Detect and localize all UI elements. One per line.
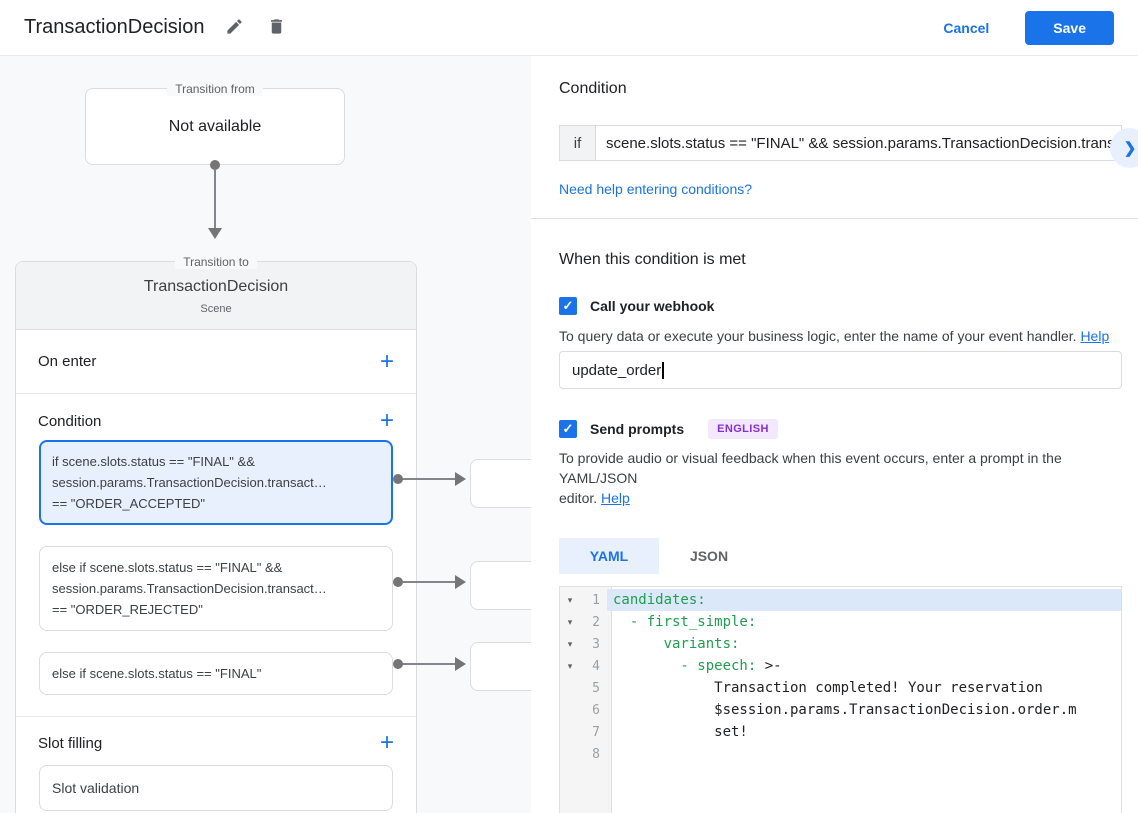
add-slot-button[interactable]: +: [379, 729, 394, 756]
trash-icon: [267, 17, 286, 39]
editor-line[interactable]: ▾ 2 - first_simple:: [560, 611, 1121, 633]
scene-diagram-canvas: Transition from Not available Transition…: [0, 56, 531, 813]
connector-dot: [210, 160, 220, 170]
line-number: 3: [592, 636, 600, 652]
code-text: candidates:: [607, 589, 1121, 611]
fold-toggle-icon[interactable]: ▾: [567, 638, 573, 649]
when-met-title: When this condition is met: [559, 251, 746, 268]
editor-tab-bar: YAML JSON: [559, 538, 1122, 574]
cancel-button[interactable]: Cancel: [943, 19, 990, 36]
editor-line[interactable]: 5 Transaction completed! Your reservatio…: [560, 677, 1121, 699]
connector-line: [398, 478, 458, 480]
condition-card[interactable]: if scene.slots.status == "FINAL" &&sessi…: [39, 440, 393, 525]
condition-card[interactable]: else if scene.slots.status == "FINAL": [39, 652, 393, 695]
send-prompts-checkbox[interactable]: ✓: [559, 420, 577, 438]
webhook-label: Call your webhook: [590, 298, 715, 314]
connector-line: [214, 170, 216, 228]
transition-to-card: Transition to TransactionDecision Scene …: [15, 255, 417, 813]
code-text: Transaction completed! Your reservation: [613, 680, 1043, 696]
webhook-help-link[interactable]: Help: [1080, 328, 1110, 344]
send-prompts-label: Send prompts: [590, 421, 685, 437]
connector-dot: [393, 577, 403, 587]
code-text: $session.params.TransactionDecision.orde…: [613, 702, 1077, 718]
app-bar: TransactionDecision Cancel Save: [0, 0, 1138, 56]
fold-toggle-icon[interactable]: ▾: [567, 616, 573, 627]
connector-line: [398, 663, 458, 665]
if-prefix: if: [559, 125, 595, 161]
condition-card[interactable]: else if scene.slots.status == "FINAL" &&…: [39, 546, 393, 631]
scene-type: Scene: [200, 303, 232, 315]
text-cursor: [662, 361, 664, 379]
on-enter-label: On enter: [38, 353, 97, 370]
condition-card-list: if scene.slots.status == "FINAL" &&sessi…: [16, 440, 416, 695]
yaml-code-editor[interactable]: ▾ 1 candidates: ▾ 2 - first_simple: ▾ 3 varian…: [559, 586, 1122, 813]
transition-from-box[interactable]: Transition from Not available: [85, 82, 345, 165]
scene-header[interactable]: TransactionDecision Scene: [16, 262, 416, 330]
section-divider: [531, 218, 1138, 219]
condition-editor-panel: ❯ Condition if scene.slots.status == "FI…: [531, 56, 1138, 813]
code-text: - speech: >-: [613, 658, 782, 674]
editor-line[interactable]: 6 $session.params.TransactionDecision.or…: [560, 699, 1121, 721]
condition-input[interactable]: scene.slots.status == "FINAL" && session…: [595, 125, 1122, 161]
webhook-helper-text: To query data or execute your business l…: [559, 328, 1110, 344]
line-number: 5: [592, 680, 600, 696]
fold-toggle-icon[interactable]: ▾: [567, 660, 573, 671]
line-number: 6: [592, 702, 600, 718]
line-number: 1: [592, 592, 600, 608]
line-number: 8: [592, 746, 600, 762]
transition-target-box[interactable]: [470, 459, 531, 508]
fold-toggle-icon[interactable]: ▾: [567, 594, 573, 605]
slot-filling-section: Slot filling + Slot validation: [16, 716, 416, 811]
arrow-right-icon: [455, 575, 466, 589]
transition-target-box[interactable]: [470, 642, 531, 691]
webhook-checkbox[interactable]: ✓: [559, 297, 577, 315]
check-icon: ✓: [562, 421, 574, 436]
slot-validation-card[interactable]: Slot validation: [39, 765, 393, 811]
editor-line[interactable]: ▾ 4 - speech: >-: [560, 655, 1121, 677]
condition-section-header: Condition +: [16, 394, 416, 440]
panel-title: Condition: [559, 80, 627, 97]
code-text: set!: [613, 724, 748, 740]
connector-dot: [393, 474, 403, 484]
line-number: 7: [592, 724, 600, 740]
condition-section-label: Condition: [38, 412, 102, 430]
prompts-help-link[interactable]: Help: [601, 490, 630, 506]
editor-line[interactable]: 8: [560, 743, 1121, 765]
connector-dot: [393, 659, 403, 669]
code-text: - first_simple:: [613, 614, 757, 630]
editor-line[interactable]: ▾ 1 candidates:: [560, 589, 1121, 611]
save-button[interactable]: Save: [1025, 10, 1114, 45]
language-badge: ENGLISH: [708, 419, 778, 439]
collapse-panel-button[interactable]: ❯: [1110, 128, 1138, 168]
page-title: TransactionDecision: [24, 16, 205, 38]
scene-name: TransactionDecision: [143, 278, 289, 295]
chevron-right-icon: ❯: [1123, 140, 1137, 157]
pencil-icon: [225, 17, 244, 39]
tab-json[interactable]: JSON: [689, 548, 729, 564]
arrow-right-icon: [455, 657, 466, 671]
delete-scene-button[interactable]: [264, 16, 288, 40]
event-handler-input[interactable]: update_order: [559, 351, 1122, 389]
editor-line[interactable]: 7 set!: [560, 721, 1121, 743]
tab-yaml[interactable]: YAML: [559, 538, 659, 574]
arrow-down-icon: [208, 228, 222, 239]
add-condition-button[interactable]: +: [379, 407, 394, 434]
on-enter-section: On enter +: [16, 330, 416, 394]
editor-line[interactable]: ▾ 3 variants:: [560, 633, 1121, 655]
arrow-right-icon: [455, 472, 466, 486]
prompts-helper-text: To provide audio or visual feedback when…: [559, 450, 1062, 506]
edit-title-button[interactable]: [222, 16, 246, 40]
connector-line: [398, 581, 458, 583]
transition-target-box[interactable]: [470, 561, 531, 610]
editor-gutter: [560, 587, 612, 813]
check-icon: ✓: [562, 298, 574, 313]
code-text: variants:: [613, 636, 740, 652]
transition-from-content: Not available: [168, 117, 262, 135]
line-number: 2: [592, 614, 600, 630]
add-on-enter-button[interactable]: +: [379, 347, 394, 375]
condition-help-link[interactable]: Need help entering conditions?: [559, 181, 753, 197]
line-number: 4: [592, 658, 600, 674]
slot-filling-label: Slot filling: [38, 734, 103, 752]
code-text: [607, 743, 1121, 765]
